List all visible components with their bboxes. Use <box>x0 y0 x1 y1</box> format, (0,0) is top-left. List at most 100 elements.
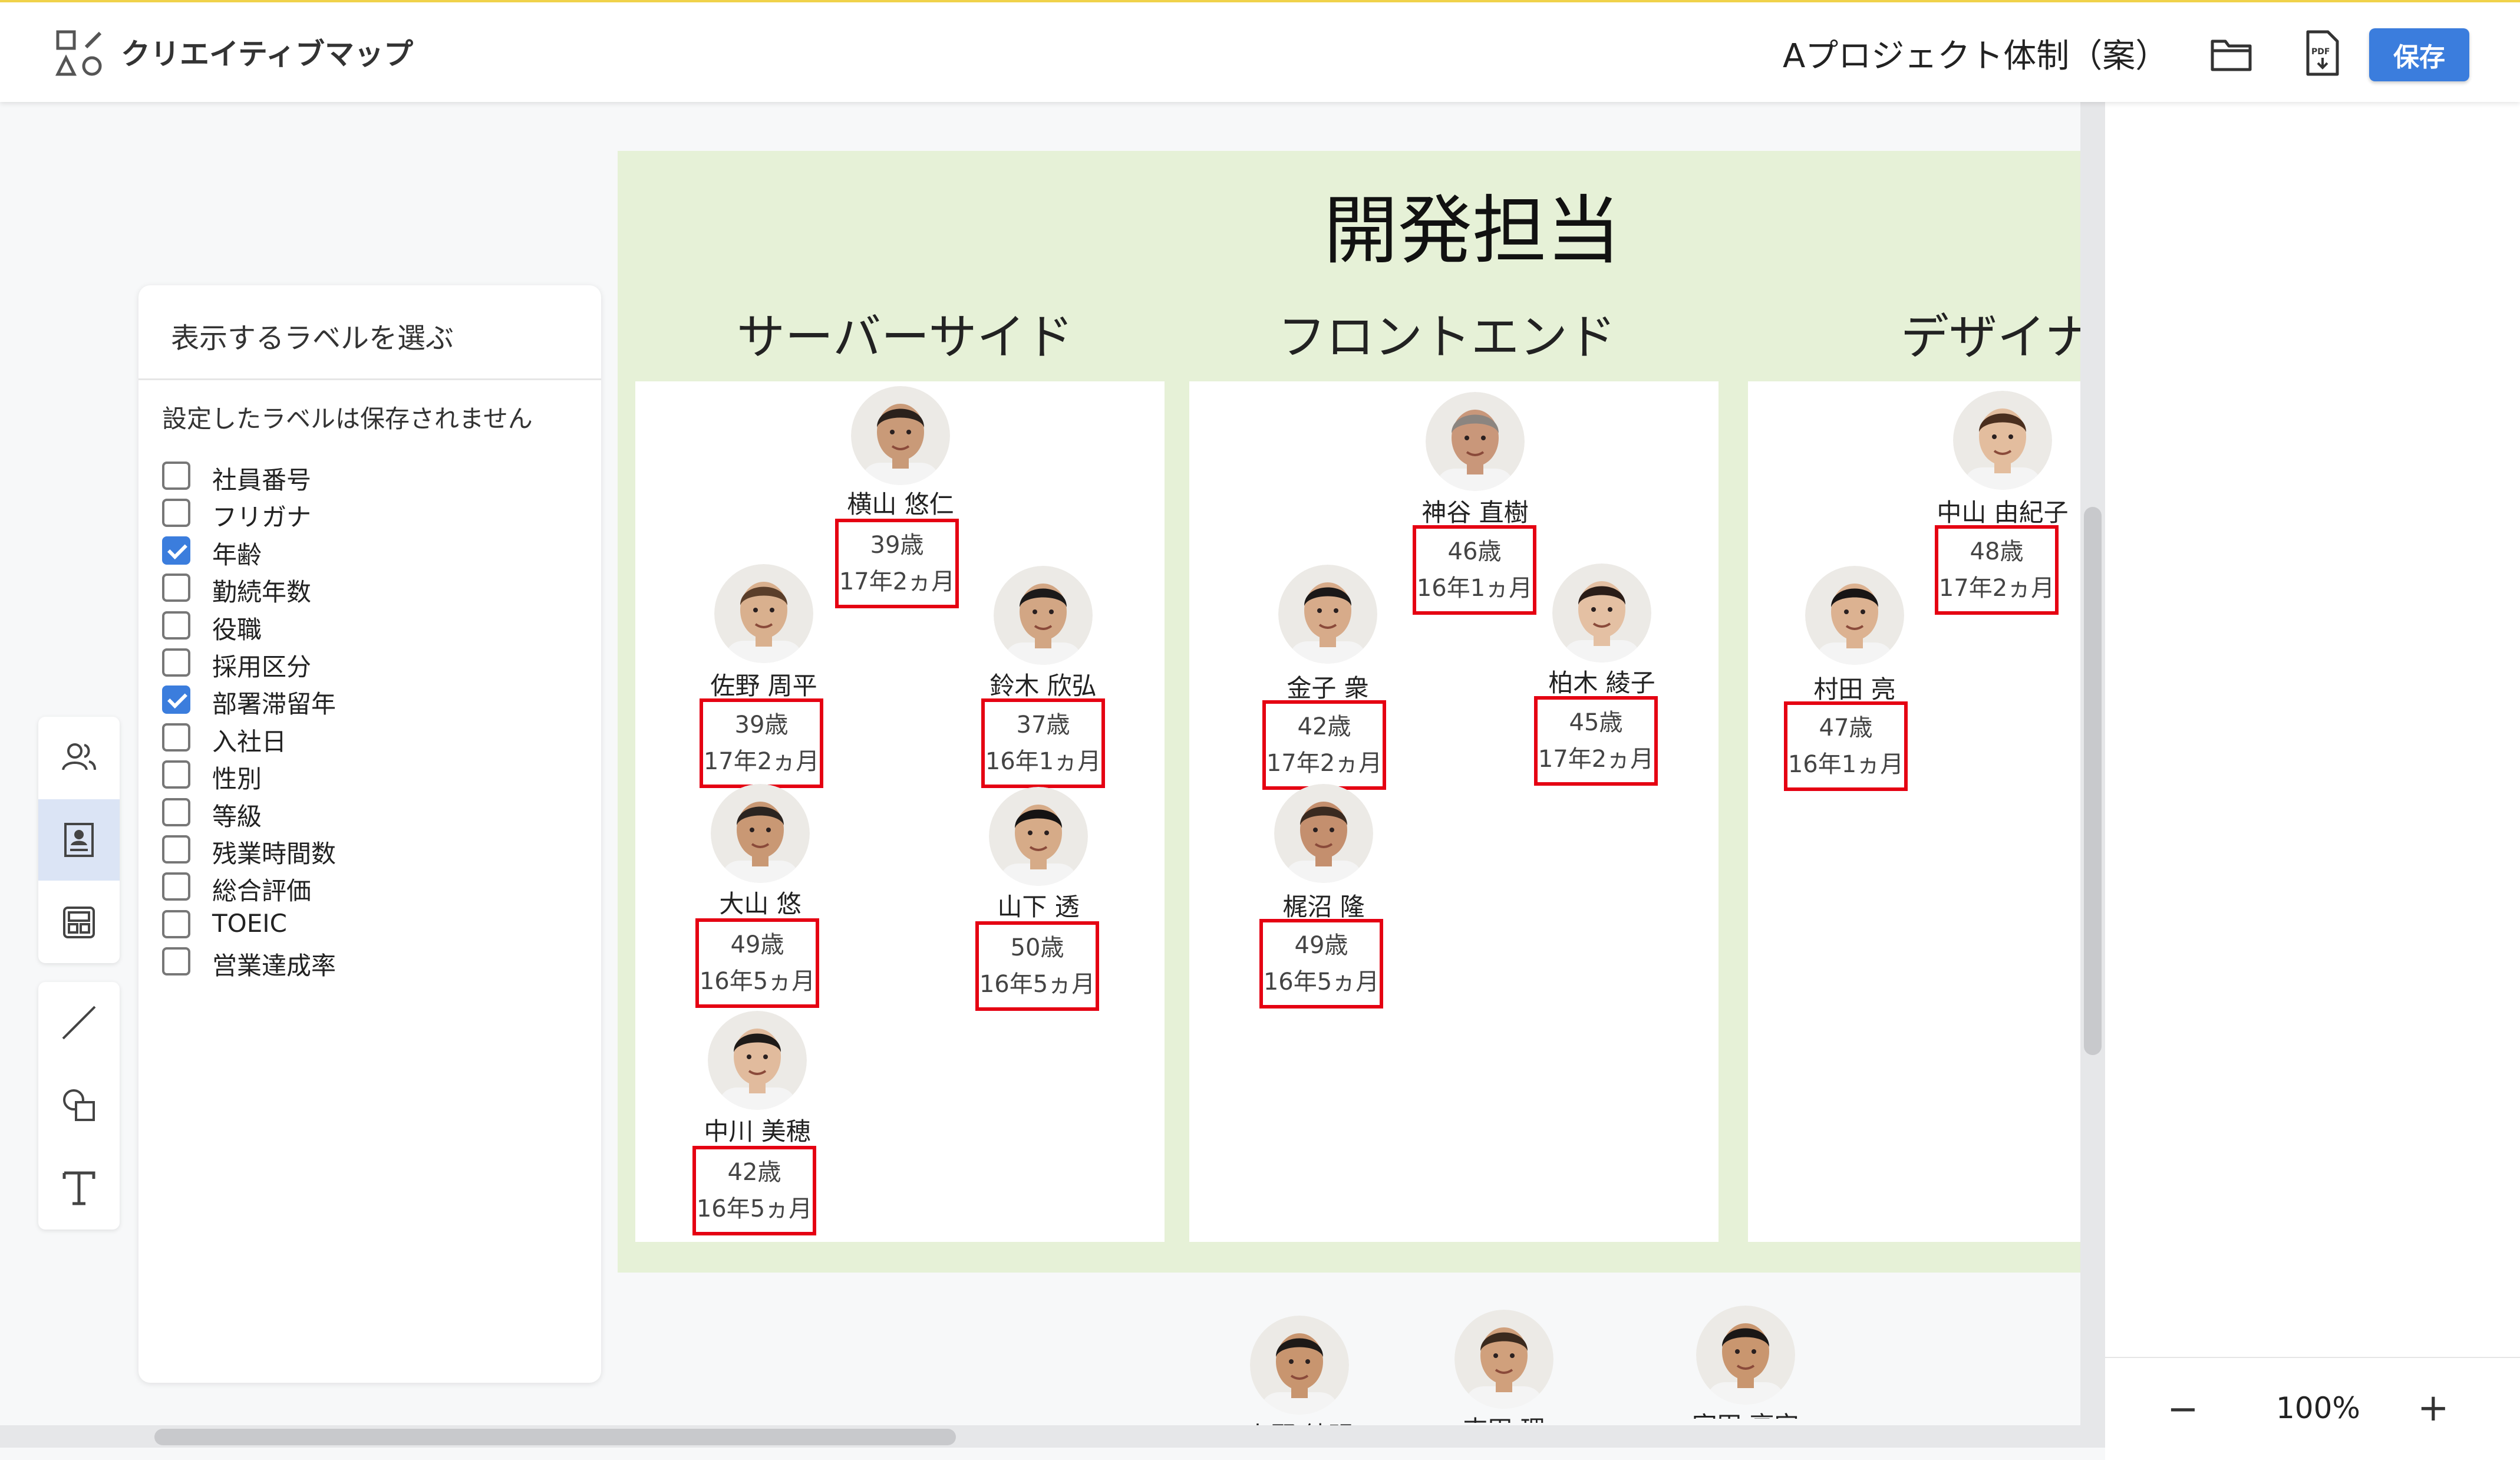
person-name[interactable]: 中川 美穂 <box>704 1117 811 1146</box>
person-tenure: 16年5ヵ月 <box>979 971 1096 998</box>
label-option-text: TOEIC <box>212 908 287 938</box>
person-age: 47歳 <box>1819 714 1873 741</box>
save-button[interactable]: 保存 <box>2369 28 2469 81</box>
label-checkbox[interactable] <box>162 499 190 528</box>
person-name[interactable]: 吉田 理 <box>1416 1410 1592 1423</box>
text-tool-button[interactable] <box>38 1147 120 1228</box>
label-checkbox[interactable] <box>162 797 190 826</box>
column-box-design[interactable] <box>1748 381 2080 1242</box>
column-title-front[interactable]: フロントエンド <box>1278 309 1617 365</box>
person-label-box[interactable]: 42歳 16年5ヵ月 <box>692 1146 816 1235</box>
person-avatar[interactable] <box>714 564 813 663</box>
person-avatar[interactable] <box>994 566 1093 665</box>
person-name[interactable]: 中山 由紀子 <box>1937 498 2069 527</box>
person-name[interactable]: 宇田 亮完 <box>1657 1406 1834 1419</box>
zoom-bar: − 100% + <box>2105 1357 2520 1460</box>
pdf-export-icon[interactable]: PDF <box>2303 29 2341 77</box>
label-option-text: 部署滞留年 <box>212 690 337 719</box>
person-avatar[interactable] <box>711 784 810 883</box>
label-option-text: 等級 <box>212 802 262 831</box>
person-avatar[interactable] <box>1454 1310 1553 1409</box>
person-avatar[interactable] <box>1426 392 1525 491</box>
horizontal-scrollbar-thumb[interactable] <box>154 1429 956 1445</box>
project-name[interactable]: Aプロジェクト体制（案） <box>1783 37 2169 75</box>
label-checkbox[interactable] <box>162 685 190 714</box>
label-checkbox[interactable] <box>162 648 190 677</box>
person-avatar[interactable] <box>1953 391 2052 490</box>
vertical-scrollbar-thumb[interactable] <box>2084 507 2102 1055</box>
person-name[interactable]: 梶沼 隆 <box>1282 892 1365 921</box>
shape-tool-button[interactable] <box>38 1064 120 1146</box>
draw-toolbar <box>38 982 120 1230</box>
label-option-text: 残業時間数 <box>212 839 337 868</box>
person-name[interactable]: 山下 透 <box>997 892 1080 921</box>
label-panel-note: 設定したラベルは保存されません <box>162 404 533 433</box>
person-age: 42歳 <box>727 1159 781 1186</box>
person-tenure: 16年5ヵ月 <box>696 1195 813 1222</box>
person-name[interactable]: 柏木 綾子 <box>1548 668 1655 697</box>
person-name[interactable]: 佐野 周平 <box>710 671 817 700</box>
label-option-text: 営業達成率 <box>212 951 337 981</box>
label-checkbox[interactable] <box>162 872 190 901</box>
person-label-box[interactable]: 50歳 16年5ヵ月 <box>975 921 1099 1011</box>
folder-icon[interactable] <box>2209 33 2254 74</box>
person-avatar[interactable] <box>1250 1316 1349 1415</box>
label-checkbox[interactable] <box>162 723 190 752</box>
card-view-button[interactable] <box>38 799 120 881</box>
person-avatar[interactable] <box>1552 563 1651 663</box>
line-tool-button[interactable] <box>38 982 120 1063</box>
person-name[interactable]: 金子 衆 <box>1287 674 1369 703</box>
person-age: 46歳 <box>1447 538 1502 565</box>
person-name[interactable]: 鈴木 欣弘 <box>989 671 1097 700</box>
label-checkbox[interactable] <box>162 536 190 565</box>
label-option-text: 総合評価 <box>212 876 312 906</box>
label-checkbox[interactable] <box>162 611 190 640</box>
label-checkbox[interactable] <box>162 835 190 864</box>
person-avatar[interactable] <box>1278 565 1377 664</box>
zoom-in-button[interactable]: + <box>2417 1386 2449 1430</box>
person-name[interactable]: 神谷 直樹 <box>1421 498 1529 527</box>
label-option-text: 勤続年数 <box>212 578 312 607</box>
label-checkbox[interactable] <box>162 909 190 938</box>
person-avatar[interactable] <box>851 386 950 485</box>
person-avatar[interactable] <box>989 787 1088 886</box>
person-tenure: 16年1ヵ月 <box>1787 751 1904 778</box>
layout-icon <box>63 907 95 938</box>
person-name[interactable]: 村田 亮 <box>1813 675 1896 704</box>
label-option-text: 役職 <box>212 615 262 644</box>
label-checkbox[interactable] <box>162 462 190 490</box>
layout-view-button[interactable] <box>38 882 120 963</box>
app-title: クリエイティブマップ <box>121 37 413 71</box>
people-view-button[interactable] <box>38 717 120 798</box>
label-checkbox[interactable] <box>162 760 190 789</box>
person-avatar[interactable] <box>1805 566 1904 665</box>
person-avatar[interactable] <box>1274 784 1373 883</box>
zoom-out-button[interactable]: − <box>2167 1388 2199 1431</box>
person-avatar[interactable] <box>708 1011 807 1110</box>
label-option-text: 性別 <box>212 764 262 794</box>
person-avatar[interactable] <box>1696 1306 1795 1405</box>
person-age: 42歳 <box>1297 713 1351 740</box>
person-tenure: 17年2ヵ月 <box>1938 575 2055 602</box>
label-checkbox[interactable] <box>162 947 190 976</box>
section-title[interactable]: 開発担当 <box>1324 187 1621 274</box>
person-name[interactable]: 横山 悠仁 <box>847 490 954 519</box>
column-box-front[interactable] <box>1189 381 1719 1242</box>
person-name[interactable]: 大山 悠 <box>719 889 801 918</box>
person-label-box[interactable]: 47歳 16年1ヵ月 <box>1784 701 1908 791</box>
person-tenure: 16年5ヵ月 <box>1263 968 1380 996</box>
column-title-design[interactable]: デザイナ <box>1901 309 2093 365</box>
line-icon <box>62 1006 96 1040</box>
person-age: 50歳 <box>1010 934 1064 961</box>
column-title-server[interactable]: サーバーサイド <box>737 309 1074 365</box>
label-checkbox[interactable] <box>162 574 190 602</box>
